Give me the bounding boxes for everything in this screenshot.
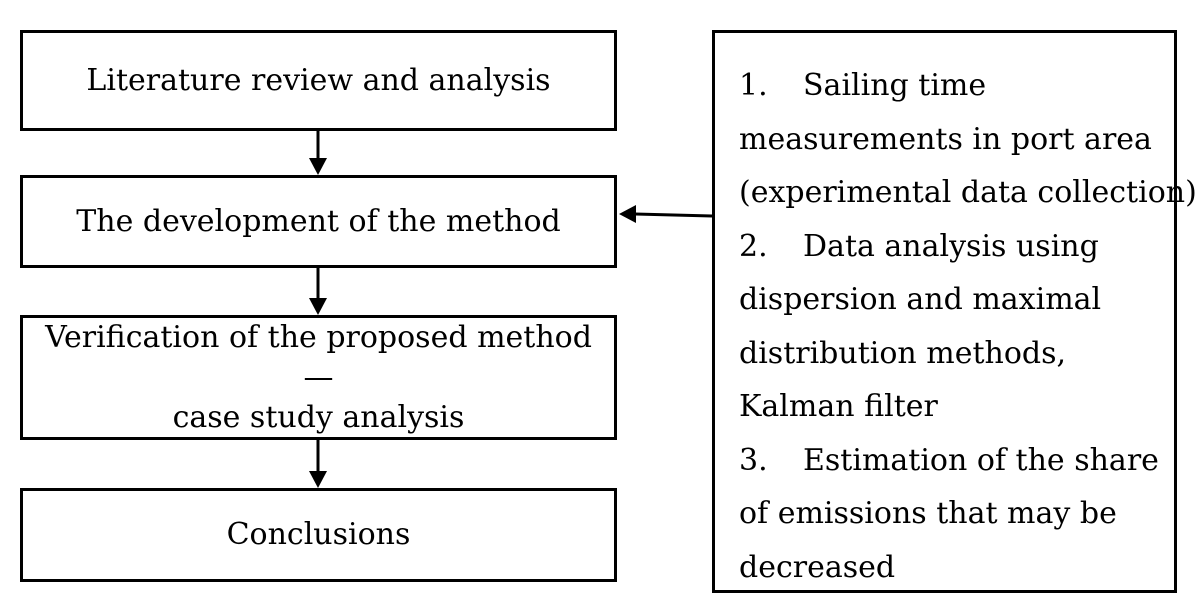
step-1-line3: (experimental data collection)	[739, 175, 1197, 210]
step-3-text: Estimation of the share	[803, 442, 1159, 478]
arrow-steps-to-development	[619, 205, 713, 223]
literature-review-box: Literature review and analysis	[20, 30, 617, 131]
literature-review-label: Literature review and analysis	[86, 62, 551, 98]
step-3-line1: 3. Estimation of the share	[739, 434, 1174, 488]
step-3-line2: of emissions that may be	[739, 496, 1117, 531]
method-development-box: The development of the method	[20, 175, 617, 268]
step-2-line4: Kalman filter	[739, 389, 938, 424]
conclusions-label: Conclusions	[226, 517, 411, 552]
method-development-label: The development of the method	[76, 203, 561, 239]
step-2-line2: dispersion and maximal	[739, 282, 1102, 317]
step-2-number: 2.	[739, 228, 768, 264]
step-3-line3: decreased	[739, 549, 896, 585]
step-3-number: 3.	[739, 442, 768, 478]
arrow-verification-to-conclusions	[309, 440, 327, 488]
step-1-text: Sailing time	[803, 68, 987, 103]
step-1-line2: measurements in port area	[739, 121, 1152, 157]
step-2-line1: 2. Data analysis using	[739, 220, 1174, 274]
verification-label-line2: case study analysis	[172, 399, 465, 435]
arrow-literature-to-development	[309, 131, 327, 175]
step-2-line3: distribution methods,	[739, 335, 1067, 371]
step-1-number: 1.	[739, 68, 768, 103]
verification-label: Verification of the proposed method— cas…	[33, 318, 604, 438]
method-steps-box: 1. Sailing time measurements in port area…	[712, 30, 1197, 593]
conclusions-box: Conclusions	[20, 488, 617, 582]
step-2-text: Data analysis using	[803, 228, 1099, 264]
verification-label-line1: Verification of the proposed method—	[45, 319, 592, 395]
step-1-line1: 1. Sailing time	[739, 59, 1174, 113]
verification-box: Verification of the proposed method— cas…	[20, 315, 617, 440]
arrow-development-to-verification	[309, 268, 327, 315]
